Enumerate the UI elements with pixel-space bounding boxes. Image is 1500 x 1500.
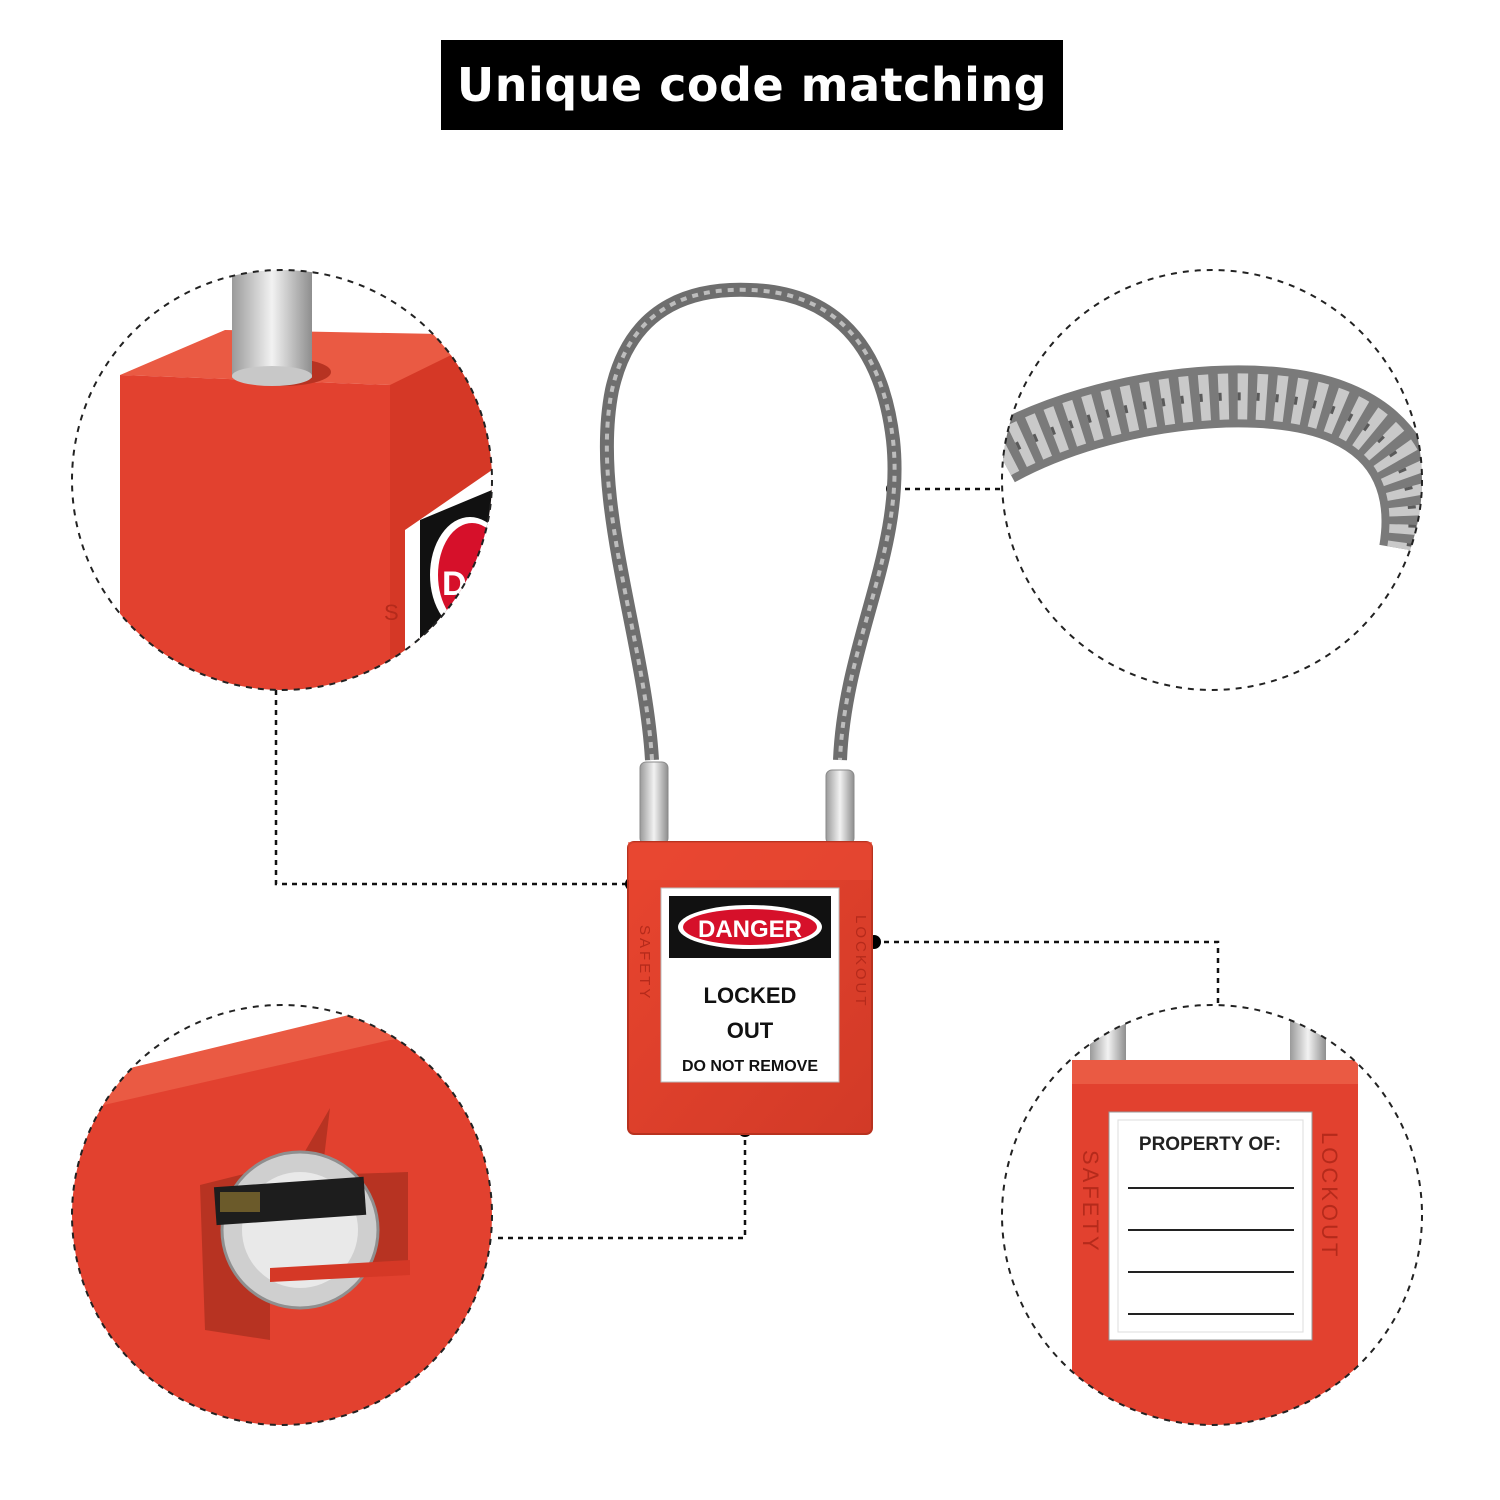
connector-top-left bbox=[274, 690, 632, 886]
property-of-text: PROPERTY OF: bbox=[1139, 1134, 1281, 1155]
zoom-top-partial-text: DA bbox=[442, 565, 491, 603]
locked-text: LOCKED bbox=[704, 983, 797, 1008]
zoom-top-right bbox=[1001, 269, 1423, 691]
zoom-top-partial-side: S bbox=[384, 600, 399, 625]
zoom-side-safety: SAFETY bbox=[1078, 1150, 1103, 1254]
connector-lines bbox=[274, 487, 1220, 1240]
property-lines bbox=[1128, 1187, 1294, 1315]
zoom-top-left: DA S bbox=[71, 269, 493, 691]
danger-text: DANGER bbox=[698, 916, 802, 943]
out-text: OUT bbox=[727, 1018, 774, 1043]
side-text-lockout: LOCKOUT bbox=[852, 915, 869, 1009]
zoom-bottom-right: PROPERTY OF: SAFETY LOCKOUT bbox=[1001, 1004, 1423, 1426]
connector-bottom-left bbox=[498, 1130, 747, 1240]
side-text-safety: SAFETY bbox=[636, 925, 653, 1001]
zoom-bottom-right-frame bbox=[1001, 1004, 1423, 1426]
zoom-top-right-frame bbox=[1001, 269, 1423, 691]
title-banner: Unique code matching bbox=[441, 40, 1063, 130]
zoom-side-lockout: LOCKOUT bbox=[1317, 1132, 1342, 1259]
ferrule-right bbox=[825, 769, 855, 845]
zoom-bottom-left bbox=[71, 1004, 493, 1426]
title-text: Unique code matching bbox=[456, 58, 1048, 112]
padlock-main: SAFETY LOCKOUT DANGER LOCKED OUT DO NOT … bbox=[599, 282, 902, 1135]
property-label bbox=[1108, 1111, 1313, 1341]
do-not-remove-text: DO NOT REMOVE bbox=[682, 1058, 818, 1075]
connector-bottom-right bbox=[874, 940, 1220, 1006]
cable-shackle bbox=[599, 282, 902, 761]
ferrule-left bbox=[639, 761, 669, 845]
zoom-bottom-left-frame bbox=[71, 1004, 493, 1426]
zoom-top-left-frame bbox=[71, 269, 493, 691]
